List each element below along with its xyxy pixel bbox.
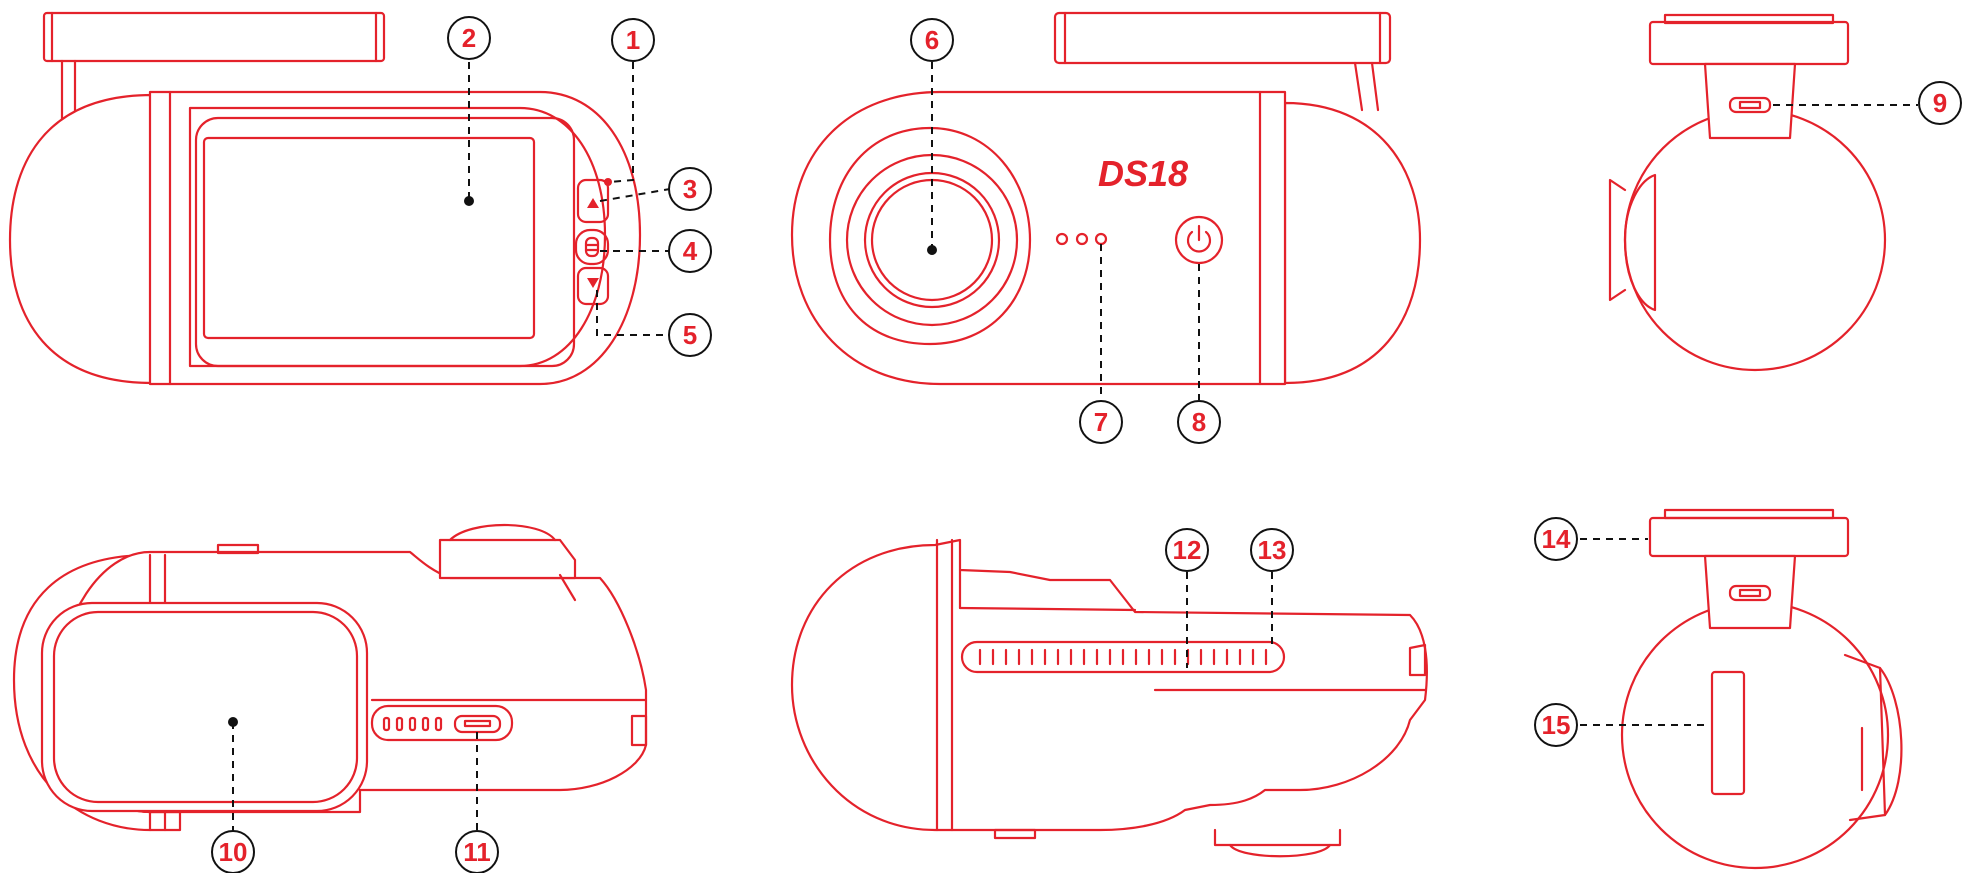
callout-7-label: 7: [1094, 407, 1108, 437]
callout-11: 11: [455, 830, 499, 873]
callout-3-label: 3: [683, 174, 697, 204]
callout-8: 8: [1177, 400, 1221, 444]
callout-7: 7: [1079, 400, 1123, 444]
callout-8-label: 8: [1192, 407, 1206, 437]
view-bottom: [790, 538, 1428, 858]
callout-13: 13: [1250, 528, 1294, 572]
callout-15: 15: [1534, 703, 1578, 747]
callout-9-label: 9: [1933, 88, 1947, 118]
callout-15-label: 15: [1542, 710, 1571, 740]
down-arrow-button-icon: [576, 266, 610, 306]
callout-10: 10: [211, 830, 255, 873]
callout-2: 2: [447, 16, 491, 60]
callout-2-label: 2: [462, 23, 476, 53]
callout-11-label: 11: [463, 837, 491, 867]
callout-4-label: 4: [683, 236, 698, 266]
callout-1: 1: [611, 18, 655, 62]
callout-3: 3: [668, 167, 712, 211]
power-icon: [1174, 215, 1224, 265]
callout-12-label: 12: [1173, 535, 1202, 565]
callout-13-label: 13: [1258, 535, 1287, 565]
callout-6: 6: [910, 18, 954, 62]
vent-dots-top: [382, 716, 443, 732]
menu-button-icon: [574, 228, 610, 266]
callout-4: 4: [668, 229, 712, 273]
view-side-bottom: [1620, 508, 1903, 870]
callout-6-label: 6: [925, 25, 939, 55]
leader-lines: [228, 62, 1918, 835]
callout-10-label: 10: [219, 837, 248, 867]
vent-slots-bottom: [978, 648, 1268, 666]
callout-5: 5: [668, 313, 712, 357]
callout-14: 14: [1534, 517, 1578, 561]
brand-logo: DS18: [1098, 153, 1188, 194]
callout-12: 12: [1165, 528, 1209, 572]
view-side-top: [1608, 13, 1887, 372]
up-arrow-button-icon: [576, 178, 610, 224]
view-front-lens: DS18: [790, 11, 1422, 386]
callout-14-label: 14: [1542, 524, 1571, 554]
view-rear-screen: [8, 11, 642, 386]
callout-5-label: 5: [683, 320, 697, 350]
callout-1-label: 1: [626, 25, 640, 55]
callout-9: 9: [1918, 81, 1962, 125]
view-top: [12, 523, 648, 832]
